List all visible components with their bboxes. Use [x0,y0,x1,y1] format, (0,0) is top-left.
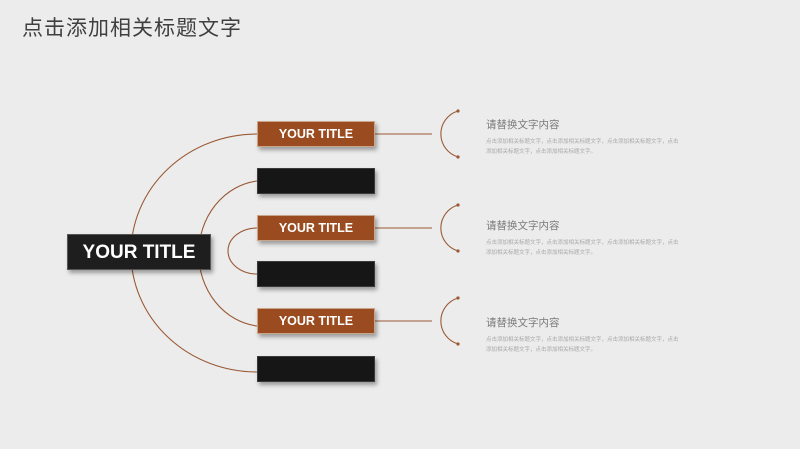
text-block-1: 请替换文字内容 点击添加相关标题文字，点击添加相关标题文字，点击添加相关标题文字… [486,119,686,157]
text-block-body: 点击添加相关标题文字，点击添加相关标题文字，点击添加相关标题文字，点击添加相关标… [486,240,679,256]
text-block-heading: 请替换文字内容 [486,119,560,131]
text-block-body: 点击添加相关标题文字，点击添加相关标题文字，点击添加相关标题文字，点击添加相关标… [486,139,679,155]
bracket-1 [440,110,459,158]
inner-arc [227,227,258,275]
text-block-2: 请替换文字内容 点击添加相关标题文字，点击添加相关标题文字，点击添加相关标题文字… [486,220,686,258]
text-block-heading: 请替换文字内容 [486,317,560,329]
text-block-heading: 请替换文字内容 [486,220,560,232]
node-box-2 [257,168,375,194]
bracket-3 [440,297,459,345]
node-box-4 [257,261,375,287]
main-title-box: YOUR TITLE [67,234,211,270]
text-block-body: 点击添加相关标题文字，点击添加相关标题文字，点击添加相关标题文字，点击添加相关标… [486,337,679,353]
node-box-1: YOUR TITLE [257,121,375,147]
slide-title: 点击添加相关标题文字 [22,16,242,40]
node-box-6 [257,356,375,382]
bracket-2 [440,204,459,252]
node-box-5: YOUR TITLE [257,308,375,334]
node-box-3: YOUR TITLE [257,215,375,241]
text-block-3: 请替换文字内容 点击添加相关标题文字，点击添加相关标题文字，点击添加相关标题文字… [486,317,686,355]
